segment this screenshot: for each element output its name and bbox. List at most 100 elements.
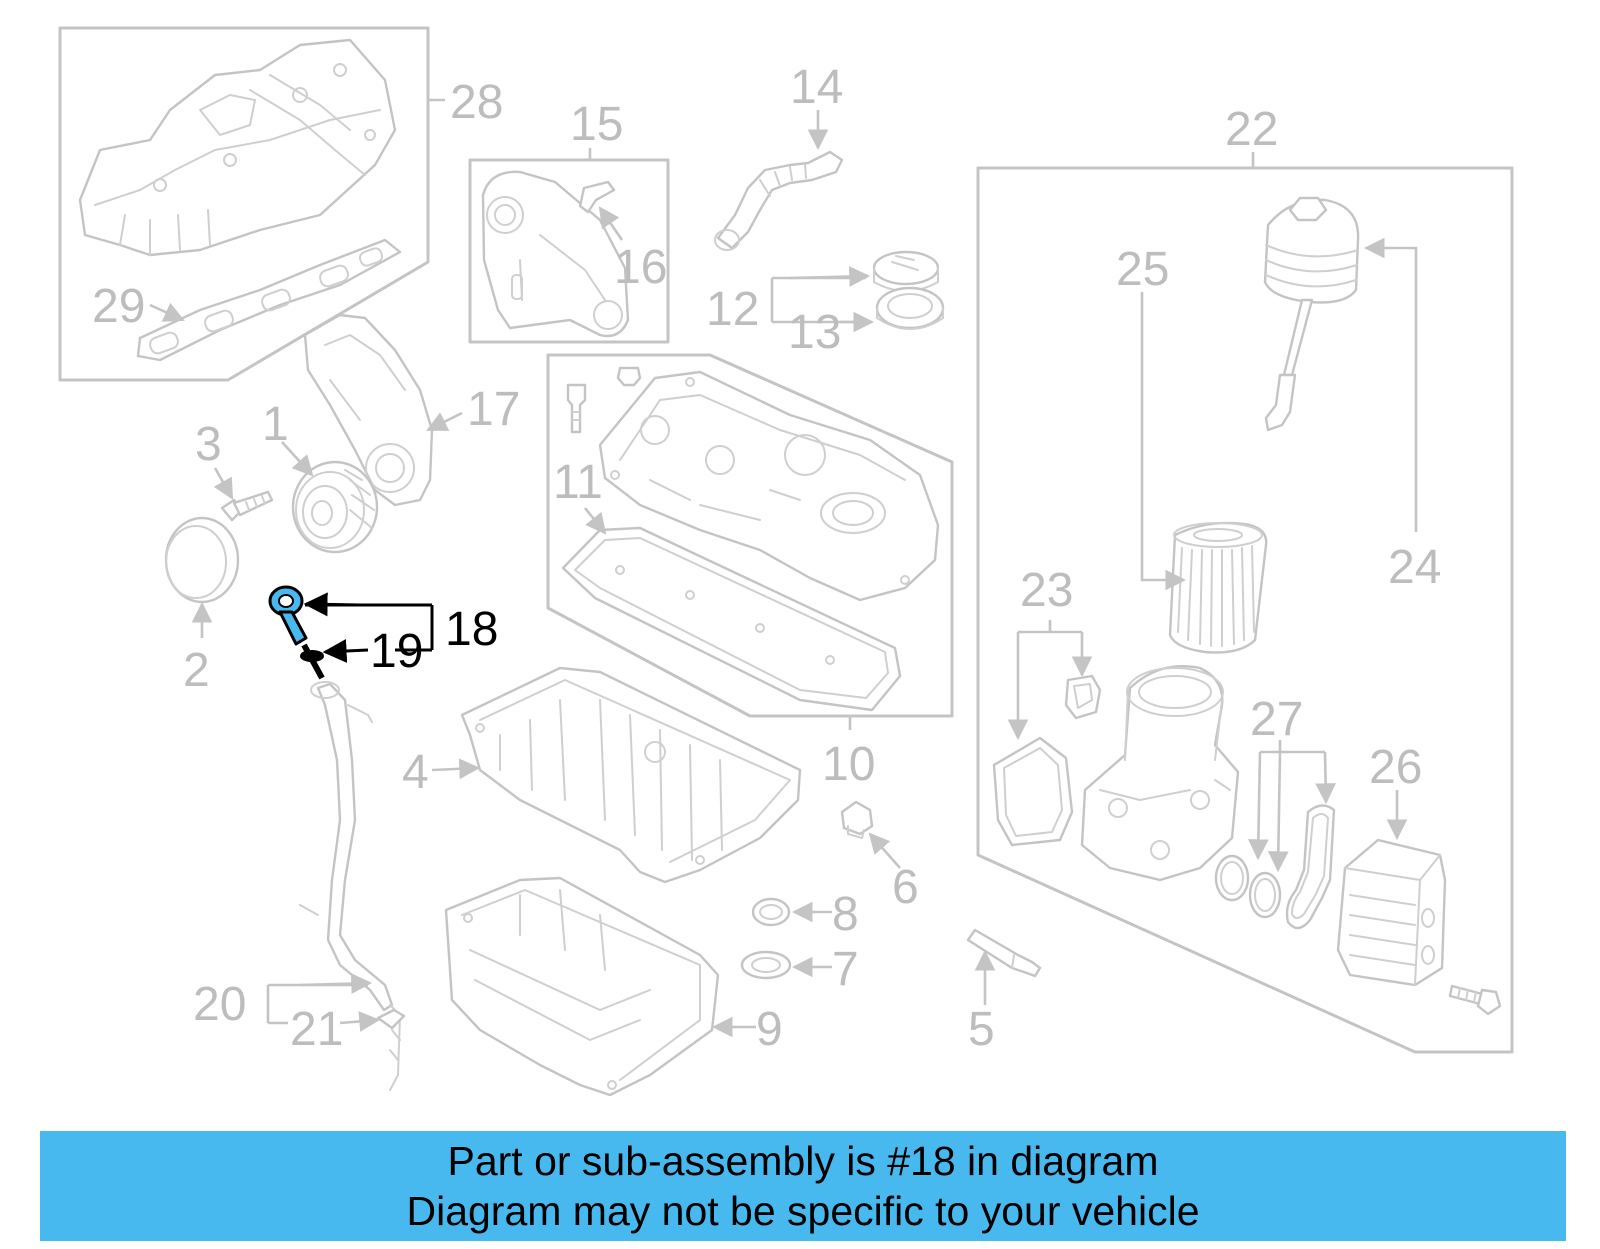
cover-bolt-part [566,383,587,434]
callout-11: 11 [553,456,603,509]
leader-17 [426,411,463,432]
o-rings-part [1214,804,1336,930]
seal-8-group [751,897,832,927]
leader-29 [149,302,185,322]
sealant-group [966,928,1042,1005]
timing-cover-group [468,148,670,344]
callout-14: 14 [790,61,843,114]
pulley-part [291,460,379,554]
leader-23-bracket [1018,620,1082,634]
lower-timing-cover-group [303,313,463,507]
intake-manifold-group [58,26,445,382]
callout-21: 21 [290,1003,343,1056]
callout-9: 9 [756,1003,783,1056]
callout-3: 3 [195,418,222,471]
callout-28: 28 [450,76,503,129]
lower-oil-pan-part [444,876,720,1097]
banner-line-2: Diagram may not be specific to your vehi… [406,1188,1200,1234]
callout-16: 16 [614,241,667,294]
filler-seal-part [875,286,945,330]
callout-20: 20 [193,978,246,1031]
guide-tube-part [316,682,394,1012]
callout-22: 22 [1225,103,1278,156]
drain-plug-part [840,800,874,839]
callout-1: 1 [262,398,289,451]
clip-part [578,180,616,214]
leader-16 [598,206,624,241]
leader-24-line [1363,237,1418,532]
callout-12: 12 [706,283,759,336]
dipstick-part [268,585,325,680]
leader-6 [868,832,901,869]
small-gasket-part [1064,674,1102,720]
leader-27-bracket [1260,740,1325,754]
leader-4 [431,758,481,780]
callout-4: 4 [402,746,429,799]
leader-3 [213,467,234,500]
drain-plug-group [840,800,901,869]
oil-filter-group [976,152,1514,1054]
callout-8: 8 [832,888,859,941]
leader-25-line [1140,292,1187,591]
leader-27-b [1267,751,1289,873]
filter-element-part [1168,521,1268,654]
callout-23: 23 [1020,564,1073,617]
callout-5: 5 [968,1003,995,1056]
leader-27-a [1247,751,1269,861]
leader-27-c [1315,751,1337,805]
dipstick-neck [278,610,308,646]
pulley-group [281,441,379,554]
bolt-3-part [220,490,274,522]
valve-cover-part [598,370,940,602]
oil-filter-box [976,166,1514,1054]
info-banner: Part or sub-assembly is #18 in diagram D… [40,1131,1566,1241]
callout-13: 13 [788,306,841,359]
filler-cap-group [770,250,945,333]
oil-cooler-part [1336,838,1447,987]
leader-12-arrow [789,266,871,287]
sealant-tube-part [966,928,1042,978]
tube-clip-part [376,1008,406,1030]
filter-housing-part [1080,665,1240,882]
callout-24: 24 [1388,541,1441,594]
callout-17: 17 [467,383,520,436]
intake-manifold-part [78,38,397,257]
callout-19: 19 [370,625,423,678]
timing-cover-box [468,158,670,344]
filter-cap-part [1263,196,1360,432]
cooler-bolt-part [1448,984,1502,1016]
filler-cap-part [872,250,940,292]
valve-cover-gasket-part [561,526,902,712]
callout-10: 10 [822,738,875,791]
callout-labels: 1 2 3 4 5 6 7 8 9 10 11 12 13 14 15 16 1… [92,61,1441,1056]
housing-gasket-part [992,736,1074,847]
cover-plug-part [616,366,642,387]
leader-19-arrow [322,639,369,663]
leader-1 [281,441,314,477]
timing-cover-part [481,170,630,338]
callout-6: 6 [892,861,919,914]
seal-cap-group [164,516,240,638]
leader-11 [583,507,607,535]
lower-oil-pan-group [444,876,756,1097]
callout-26: 26 [1369,741,1422,794]
leader-18-arrow [303,592,361,617]
leader-20-arrow [299,973,373,994]
upper-oil-pan-group [431,666,802,884]
callout-27: 27 [1250,693,1303,746]
gasket-7-group [740,950,832,980]
upper-oil-pan-part [460,666,802,884]
callout-29: 29 [92,280,145,333]
valve-cover-box [546,353,954,718]
dipstick-group [266,585,434,1091]
callout-25: 25 [1116,243,1169,296]
bolt-3-group [213,467,274,522]
dipstick-shaft [301,643,325,680]
seal-8-part [751,897,791,927]
gasket-7-part [740,950,792,980]
manifold-gasket-part [136,238,402,362]
callout-18: 18 [445,603,498,656]
banner-line-1: Part or sub-assembly is #18 in diagram [447,1138,1159,1184]
callout-15: 15 [570,98,623,151]
